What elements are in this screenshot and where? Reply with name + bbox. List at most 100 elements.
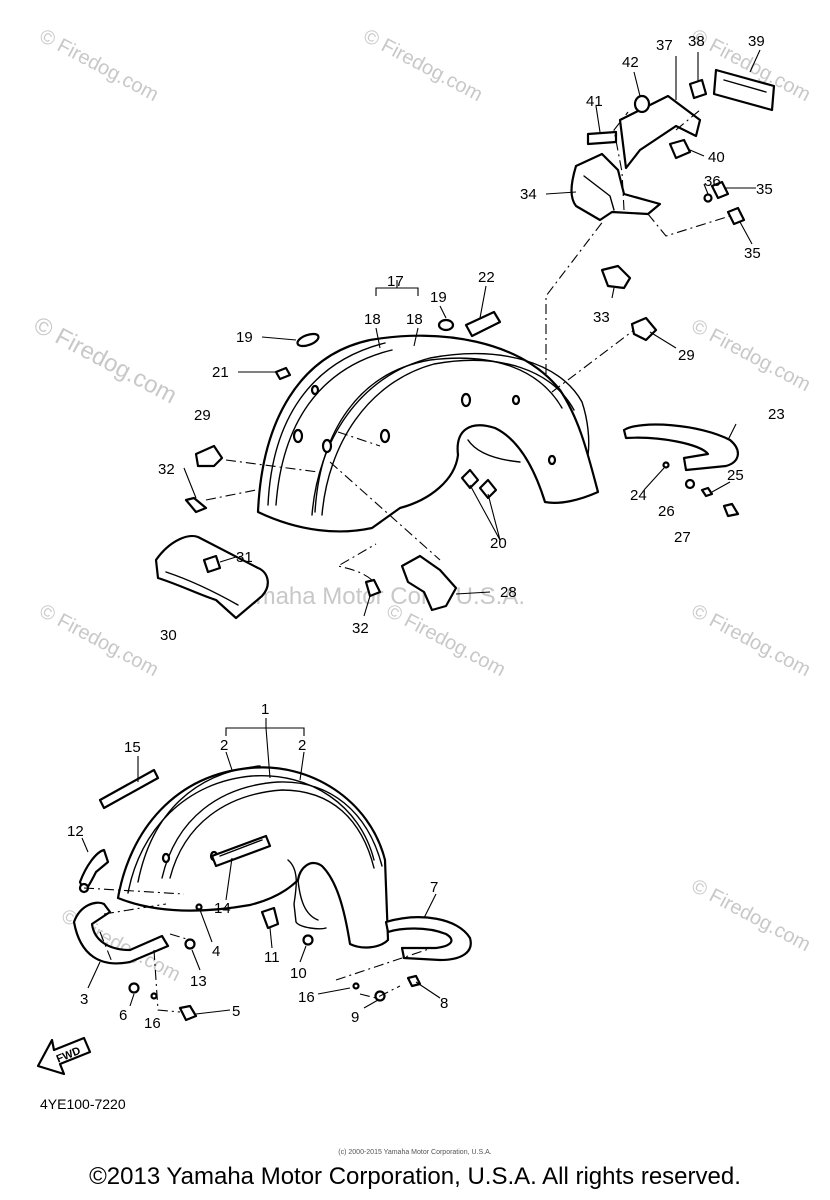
watermark: © Firedog.com <box>688 315 814 396</box>
callout-20: 20 <box>490 535 507 552</box>
watermark: © Firedog.com <box>688 875 814 956</box>
washer-16 <box>352 982 360 990</box>
callout-41: 41 <box>586 93 603 110</box>
front-fender-rail <box>169 789 375 879</box>
front-fender-rail <box>161 781 383 879</box>
nut-31 <box>202 554 222 574</box>
watermark: © Firedog.com <box>36 600 162 681</box>
callout-35: 35 <box>744 245 761 262</box>
emblem-text <box>219 839 263 857</box>
bolt-11 <box>260 906 280 930</box>
callout-28: 28 <box>500 584 517 601</box>
fender-hole <box>292 428 304 444</box>
watermark: © Firedog.com <box>688 600 814 681</box>
fender-hole <box>310 384 320 396</box>
callout-22: 22 <box>478 269 495 286</box>
callout-13: 13 <box>190 973 207 990</box>
fender-holes <box>292 384 557 466</box>
bolt-32 <box>184 496 208 514</box>
callout-37: 37 <box>656 37 673 54</box>
damper-33 <box>600 264 632 290</box>
callout-32: 32 <box>352 620 369 637</box>
washer-4 <box>195 903 203 911</box>
callout-3: 3 <box>80 991 88 1008</box>
washer-36 <box>703 193 713 203</box>
stay-23 <box>622 423 739 472</box>
callout-21: 21 <box>212 364 229 381</box>
callout-17: 17 <box>387 273 404 290</box>
fender-rail-left <box>267 342 386 506</box>
fine-print: (c) 2000-2015 Yamaha Motor Corporation, … <box>338 1149 492 1156</box>
callout-2: 2 <box>220 737 228 754</box>
callout-6: 6 <box>119 1007 127 1024</box>
nut-40 <box>668 138 692 160</box>
callout-16: 16 <box>144 1015 161 1032</box>
grommet-42 <box>633 94 651 114</box>
grommet-19 <box>437 318 455 332</box>
bracket-edge <box>583 175 615 211</box>
fender-hole <box>321 438 333 454</box>
callout-23: 23 <box>768 406 785 423</box>
grommet-19 <box>296 332 320 348</box>
fender-hole <box>547 454 557 466</box>
bracket-28 <box>400 554 458 612</box>
fender-hole <box>460 392 472 408</box>
fender-hole <box>379 428 391 444</box>
lamp-lens <box>723 79 767 93</box>
emblem-22 <box>464 310 502 338</box>
front-fender-edge <box>127 775 375 894</box>
washer-27 <box>700 486 714 498</box>
watermark: © Firedog.com <box>36 25 162 106</box>
bolt-35 <box>726 206 746 226</box>
reflector-20 <box>478 478 498 500</box>
washer-16 <box>150 992 158 1000</box>
copyright-notice: ©2013 Yamaha Motor Corporation, U.S.A. A… <box>89 1163 741 1190</box>
callout-38: 38 <box>688 33 705 50</box>
front-fender-rail <box>137 765 261 883</box>
callout-40: 40 <box>708 149 725 166</box>
callout-14: 14 <box>214 900 231 917</box>
damper-29 <box>630 316 658 342</box>
bracket-34 <box>570 152 662 222</box>
leader-lines-lower <box>81 718 441 1015</box>
callout-11: 11 <box>264 949 280 966</box>
callout-7: 7 <box>430 879 438 896</box>
lamp-39 <box>712 68 776 112</box>
fender-rail-right <box>321 359 575 516</box>
fwd-arrow-icon: FWD <box>36 1036 92 1076</box>
diagram-code: 4YE100-7220 <box>40 1096 126 1112</box>
callout-10: 10 <box>290 965 307 982</box>
callout-26: 26 <box>658 503 675 520</box>
watermark: © Firedog.com <box>29 311 181 409</box>
upper-fender-assembly <box>154 68 776 620</box>
callout-16: 16 <box>298 989 315 1006</box>
bolt-35 <box>710 180 730 200</box>
nut-6 <box>128 982 140 994</box>
fender-rail-left <box>275 349 393 506</box>
leader-lines-upper <box>183 49 761 617</box>
stay-3 <box>72 901 170 965</box>
callout-18: 18 <box>406 311 423 328</box>
callout-2: 2 <box>298 737 306 754</box>
flap-edge <box>165 571 239 606</box>
nut-10 <box>302 934 314 946</box>
fender-hole <box>161 852 171 864</box>
emblem-14 <box>210 834 272 868</box>
bolt-32 <box>364 578 382 598</box>
cable <box>287 859 327 930</box>
callout-5: 5 <box>232 1003 240 1020</box>
callout-4: 4 <box>212 943 220 960</box>
flap-30 <box>154 534 269 620</box>
callout-32: 32 <box>158 461 175 478</box>
callout-8: 8 <box>440 995 448 1012</box>
washer-24 <box>662 461 670 469</box>
cap-41 <box>586 130 618 146</box>
callout-27: 27 <box>674 529 691 546</box>
screw-38 <box>688 78 708 100</box>
bolt-8 <box>406 974 422 988</box>
callout-34: 34 <box>520 186 537 203</box>
nut-13 <box>184 938 196 950</box>
callout-9: 9 <box>351 1009 359 1026</box>
callout-31: 31 <box>236 549 253 566</box>
